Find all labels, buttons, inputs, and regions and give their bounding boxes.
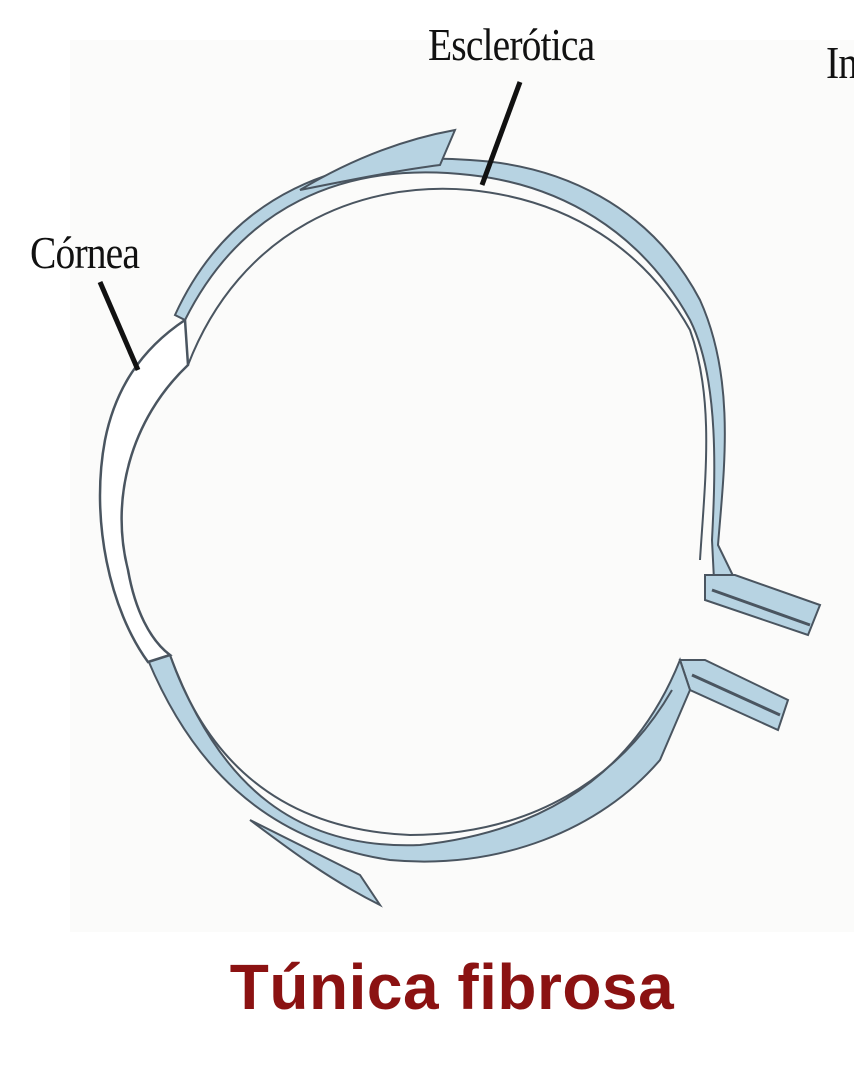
sclera-label: Esclerótica — [428, 19, 595, 70]
sclera-upper-band — [173, 157, 742, 602]
diagram-caption: Túnica fibrosa — [229, 951, 675, 1023]
sclera-lower-band — [146, 653, 692, 863]
eye-interior-outline — [187, 187, 708, 561]
optic-nerve-upper — [704, 574, 822, 637]
eye-interior-outline-lower — [169, 654, 673, 837]
sclera-bottom-flap — [249, 819, 383, 908]
sclera-top-flap — [299, 128, 457, 191]
optic-nerve-lower-line — [691, 673, 781, 717]
cornea-pointer-line — [97, 281, 141, 371]
sclera-pointer-line — [479, 81, 523, 186]
cornea-label: Córnea — [30, 227, 140, 278]
optic-nerve-upper-line — [711, 588, 811, 627]
cornea — [98, 317, 190, 664]
cut-off-label: In — [826, 37, 854, 88]
